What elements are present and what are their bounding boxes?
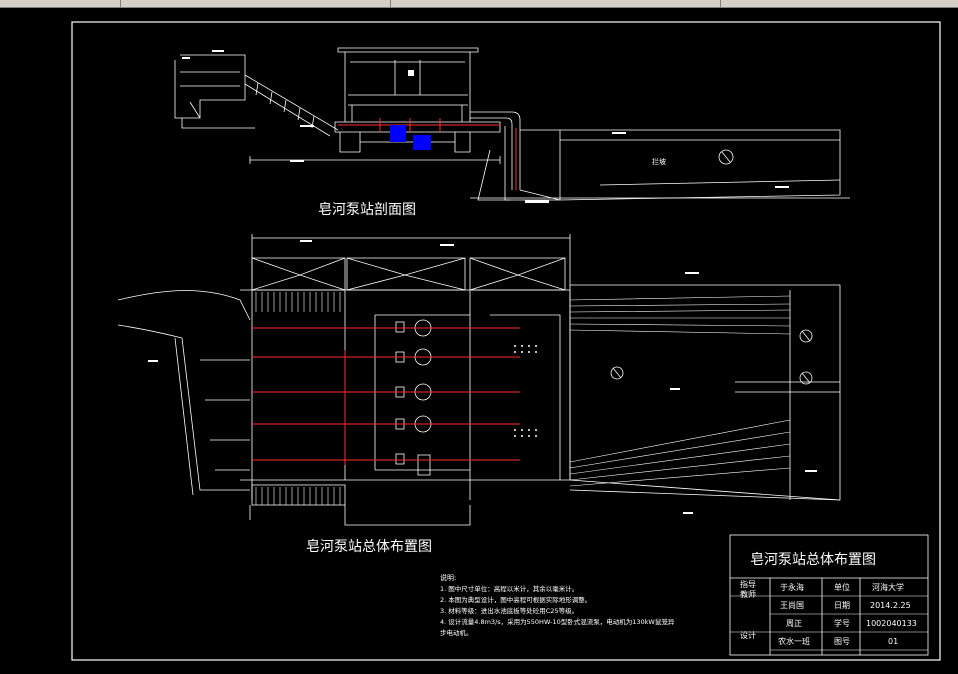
- tb-date-label: 日期: [834, 601, 850, 610]
- cad-toolbar-strip: [0, 0, 958, 8]
- plan-dots: [148, 240, 817, 514]
- tb-date-value: 2014.2.25: [870, 601, 911, 610]
- notes-line-4: 4. 设计流量4.8m3/s，采用为550HW-10型卧式混流泵，电动机为130…: [440, 617, 675, 626]
- tb-design-label: 设计: [740, 630, 756, 640]
- section-dim-marks: [182, 50, 789, 203]
- notes-heading: 说明:: [440, 573, 456, 582]
- tb-advisor-label: 指导教师: [740, 579, 756, 599]
- tb-drawing-no: 01: [888, 637, 898, 646]
- plan-view: [117, 234, 841, 526]
- plan-red-pipes: [252, 327, 520, 465]
- section-view: [174, 47, 850, 201]
- outlet-fan-lines: [569, 295, 791, 487]
- pump-unit-blue-1: [390, 125, 406, 142]
- tb-advisor-name-1: 于永海: [780, 582, 804, 592]
- tb-unit-value: 河海大学: [872, 582, 904, 592]
- tb-class-name: 农水一班: [778, 636, 810, 646]
- pump-unit-blue-2: [413, 135, 431, 150]
- title-block: [729, 534, 929, 656]
- notes-line-3: 3. 材料等级：进出水池底板等处砼用C25等级。: [440, 606, 578, 615]
- notes-block: 说明: 1. 图中尺寸单位：高程以米计，其余以毫米计。 2. 本图为典型设计，图…: [440, 573, 675, 637]
- section-title: 皂河泵站剖面图: [318, 202, 416, 218]
- grille-hatch: [255, 292, 341, 505]
- toolbar-layer-box[interactable]: [390, 0, 721, 7]
- cad-drawing-canvas[interactable]: 拦坡 皂河泵站剖面图: [0, 8, 958, 674]
- tb-designer-name: 周正: [786, 619, 802, 628]
- tb-student-no: 1002040133: [866, 619, 917, 628]
- drawing-frame: [71, 21, 941, 661]
- tb-drawing-no-label: 图号: [834, 637, 850, 646]
- notes-line-2: 2. 本图为典型设计，图中高程可根据实际地形调整。: [440, 595, 591, 604]
- toolbar-tools-right[interactable]: [720, 0, 958, 7]
- tb-advisor-name-2: 王尚国: [780, 600, 804, 610]
- tb-unit-label: 单位: [834, 582, 850, 592]
- plan-title: 皂河泵站总体布置图: [306, 539, 432, 555]
- tb-student-no-label: 学号: [834, 618, 850, 628]
- dredge-area-label: 拦坡: [652, 157, 666, 166]
- toolbar-tools-middle[interactable]: [120, 0, 391, 7]
- notes-line-1: 1. 图中尺寸单位：高程以米计，其余以毫米计。: [440, 584, 578, 593]
- notes-line-5: 步电动机。: [440, 628, 473, 637]
- section-red-pipes: [338, 118, 517, 190]
- toolbar-tools-left[interactable]: [0, 0, 121, 7]
- title-block-title: 皂河泵站总体布置图: [750, 552, 876, 568]
